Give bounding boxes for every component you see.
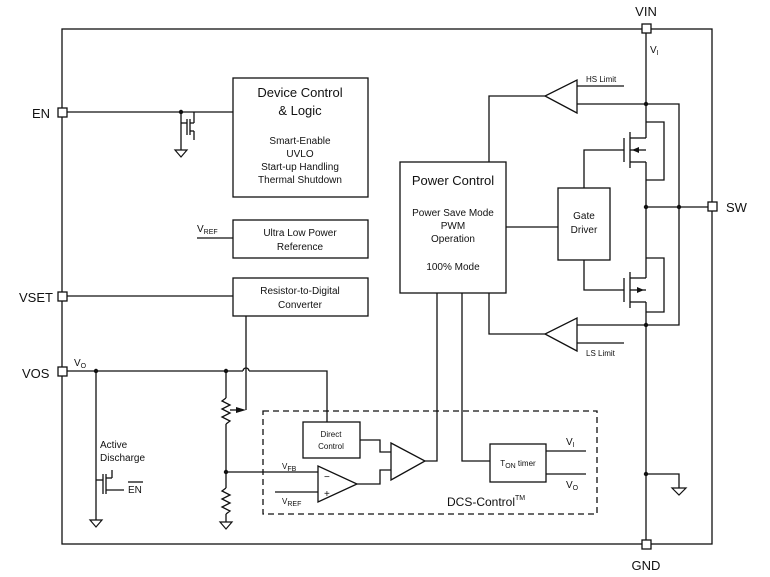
svg-text:Thermal Shutdown: Thermal Shutdown	[258, 175, 342, 186]
svg-text:Device Control: Device Control	[257, 85, 342, 100]
pin-en	[57, 107, 68, 118]
svg-text:Active: Active	[100, 440, 128, 451]
power-control-block: Power Control Power Save Mode PWM Operat…	[399, 161, 558, 462]
pin-label-sw: SW	[726, 200, 748, 215]
svg-text:Ultra Low Power: Ultra Low Power	[263, 228, 337, 239]
svg-text:Power Control: Power Control	[412, 173, 494, 188]
active-discharge: Active Discharge EN	[88, 371, 145, 528]
pin-label-vos: VOS	[22, 366, 50, 381]
pin-vin	[641, 23, 652, 34]
ground-symbol	[173, 149, 189, 158]
svg-text:VREF: VREF	[282, 497, 301, 508]
pin-vos	[57, 366, 68, 377]
dcs-control-label: DCS-ControlTM	[447, 495, 525, 509]
svg-text:Converter: Converter	[278, 300, 323, 311]
svg-text:VO: VO	[566, 480, 579, 492]
svg-text:Gate: Gate	[573, 211, 595, 222]
svg-text:EN: EN	[128, 485, 142, 496]
svg-text:TON timer: TON timer	[500, 459, 536, 470]
r2d-converter-block: Resistor-to-Digital Converter	[67, 277, 369, 371]
pin-vset	[57, 291, 68, 302]
pin-label-vset: VSET	[19, 290, 53, 305]
svg-text:Resistor-to-Digital: Resistor-to-Digital	[260, 286, 339, 297]
svg-text:Smart-Enable: Smart-Enable	[269, 136, 331, 147]
comparator	[390, 293, 438, 482]
ls-limit-comparator: LS Limit	[488, 293, 649, 358]
svg-text:VREF: VREF	[197, 224, 218, 236]
svg-text:VO: VO	[74, 358, 87, 370]
svg-text:& Logic: & Logic	[278, 103, 322, 118]
device-control-block: Device Control & Logic Smart-Enable UVLO…	[232, 77, 369, 198]
pin-label-vin: VIN	[635, 4, 657, 19]
svg-text:VFB: VFB	[282, 462, 297, 473]
pin-label-gnd: GND	[632, 558, 661, 573]
svg-text:100% Mode: 100% Mode	[426, 262, 480, 273]
ulp-reference-block: VREF Ultra Low Power Reference	[197, 219, 369, 259]
svg-text:VI: VI	[566, 437, 575, 449]
pin-sw	[707, 201, 718, 212]
svg-text:LS Limit: LS Limit	[586, 349, 616, 358]
dcs-control-region	[262, 410, 598, 515]
svg-text:UVLO: UVLO	[286, 149, 313, 160]
svg-text:Reference: Reference	[277, 242, 324, 253]
svg-text:−: −	[324, 472, 330, 483]
ton-timer-block: TON timer VI VO	[489, 437, 586, 492]
power-stage: VI	[623, 33, 708, 540]
svg-text:Direct: Direct	[321, 430, 343, 439]
svg-text:Discharge: Discharge	[100, 453, 145, 464]
pin-label-en: EN	[32, 106, 50, 121]
chip-outline	[61, 28, 713, 545]
svg-text:Driver: Driver	[571, 225, 598, 236]
direct-control-block: Direct Control	[302, 421, 391, 459]
ground-symbol	[670, 487, 688, 496]
svg-text:Control: Control	[318, 442, 344, 451]
pin-gnd	[641, 539, 652, 550]
svg-text:Operation: Operation	[431, 234, 475, 245]
svg-text:HS Limit: HS Limit	[586, 75, 617, 84]
svg-text:Start-up Handling: Start-up Handling	[261, 162, 339, 173]
svg-text:Power Save Mode: Power Save Mode	[412, 208, 494, 219]
svg-text:PWM: PWM	[441, 221, 465, 232]
ground-symbol	[218, 521, 234, 530]
en-wiring	[67, 109, 233, 158]
svg-text:VI: VI	[650, 45, 659, 57]
error-amplifier: − + VFB VREF	[275, 462, 391, 508]
hs-limit-comparator: HS Limit	[488, 75, 649, 162]
ground-symbol	[88, 519, 104, 528]
svg-text:+: +	[324, 489, 330, 500]
gate-driver-block: Gate Driver	[557, 149, 624, 291]
